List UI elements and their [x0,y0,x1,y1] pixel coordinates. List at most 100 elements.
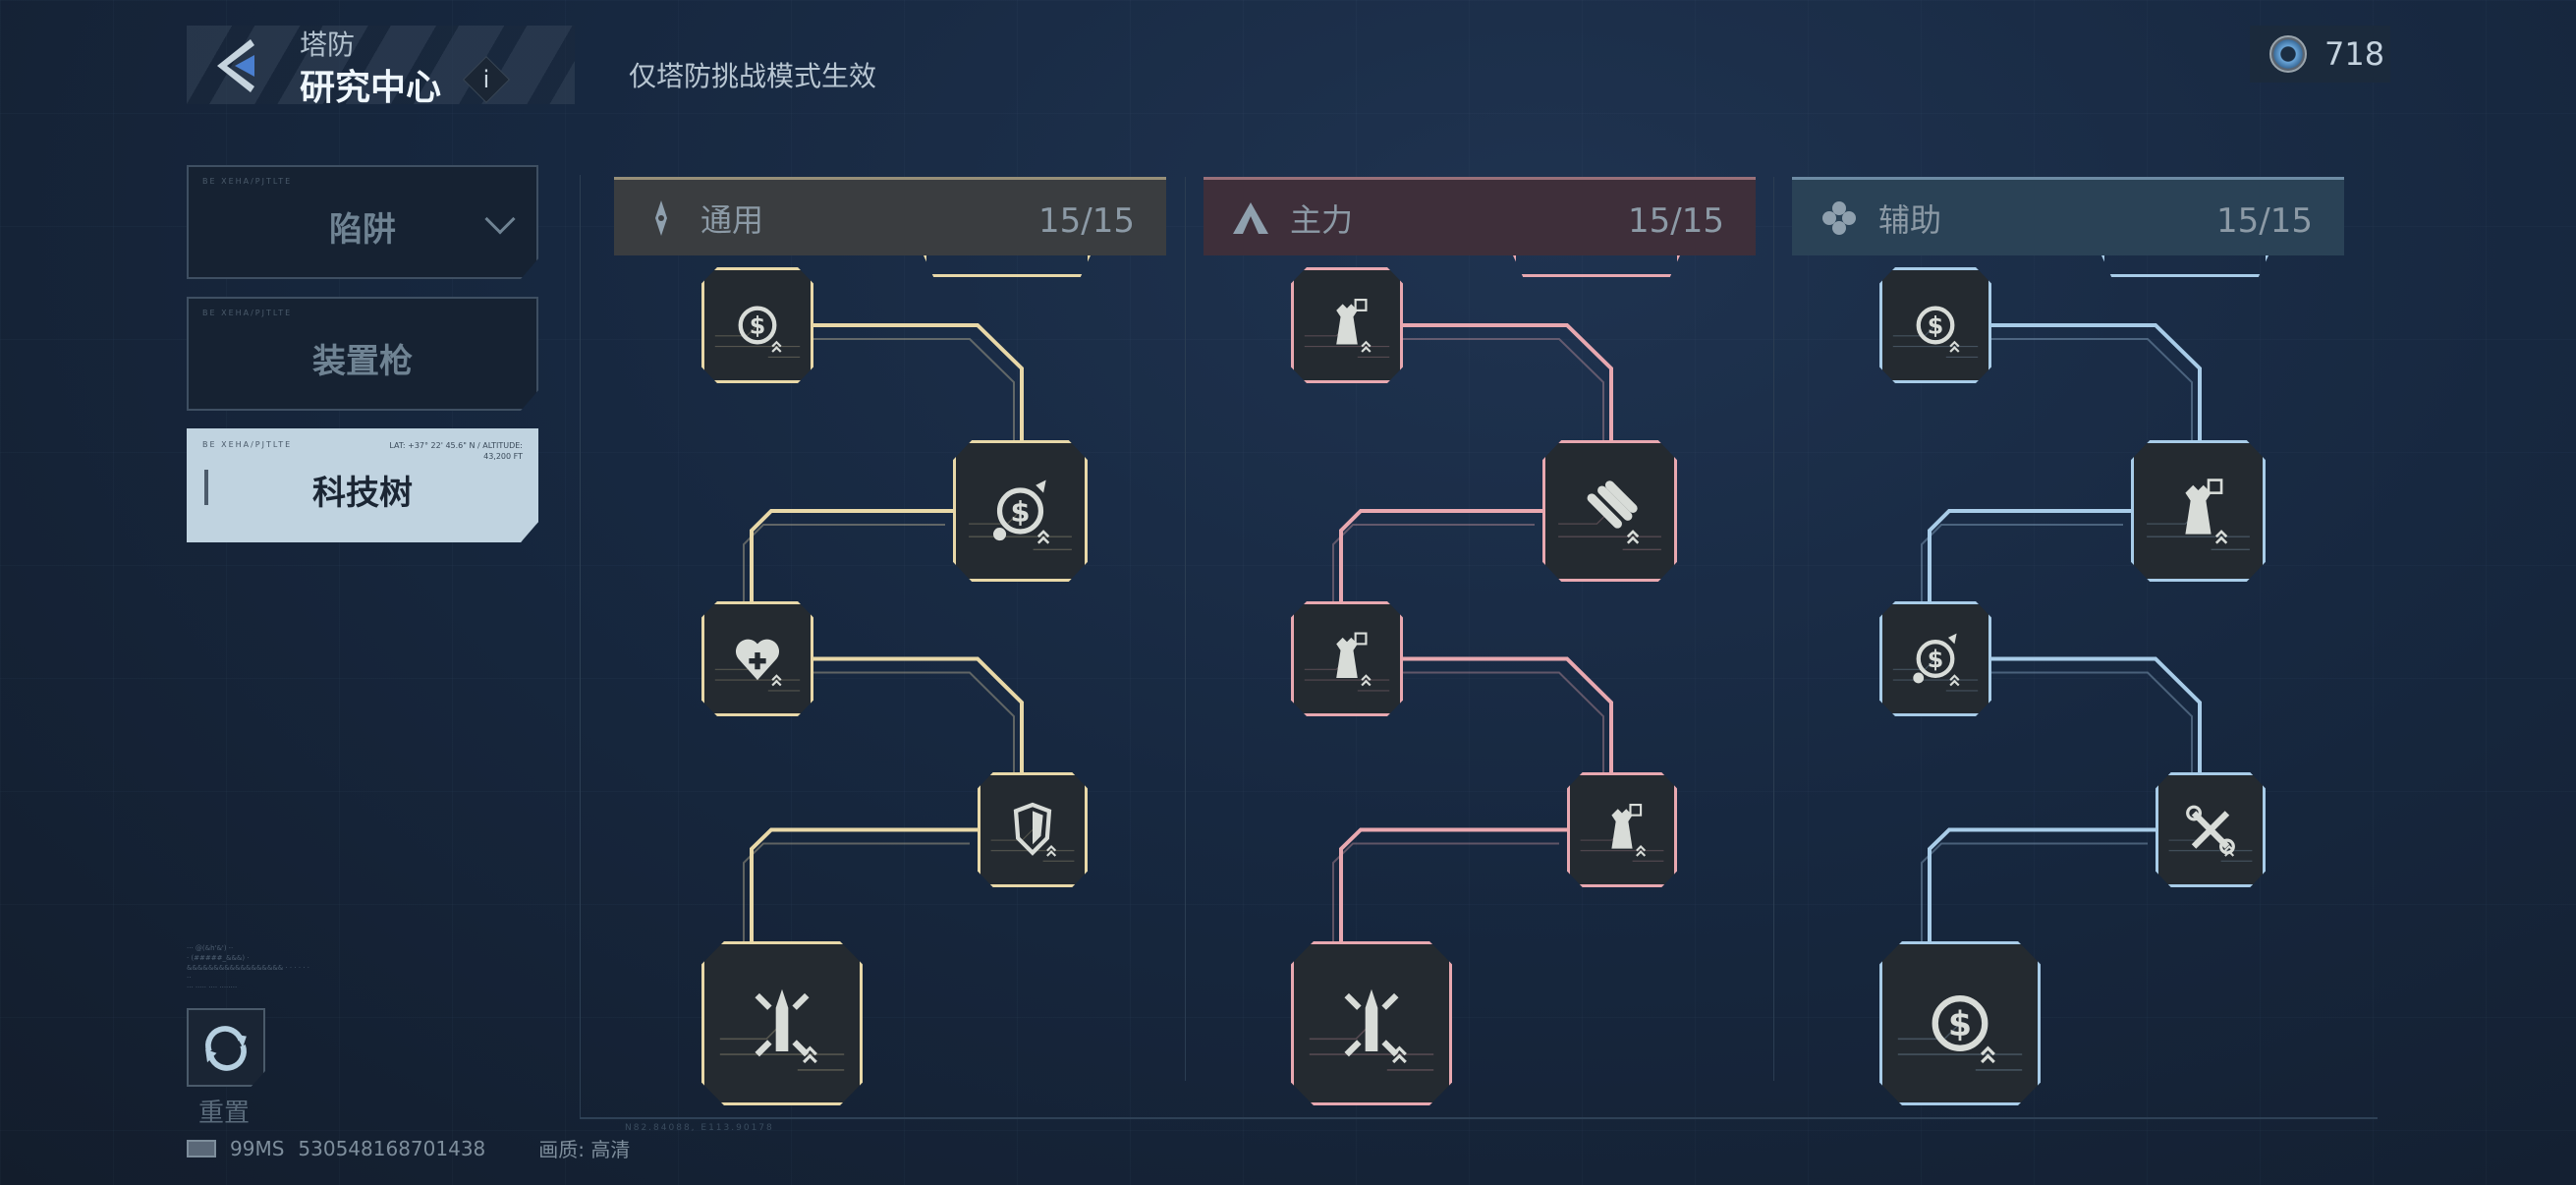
column-header[interactable]: 主力 15/15 [1204,177,1756,255]
column-header[interactable]: 通用 15/15 [614,177,1166,255]
dollar-upgrade-icon: $ [1897,995,2023,1071]
tower-upgrade-icon [2147,479,2250,550]
tree-connector-shadow [1332,842,1559,955]
triangle-emblem-icon [1233,201,1268,234]
info-icon: i [482,66,490,93]
tree-connector-shadow [1921,842,2148,955]
reset-button[interactable] [187,1008,265,1087]
sidebar-item-label: 陷阱 [329,210,396,250]
currency-amount: 718 [2324,35,2385,73]
tree-column-main: 主力 15/15 [1204,177,1756,1120]
shield-icon [990,802,1075,862]
tech-node[interactable] [1291,941,1452,1105]
sidebar-item-device-gun[interactable]: BE XEHA/PJTLTE 装置枪 [187,297,538,411]
column-name: 辅助 [1878,200,1942,239]
reset-label: 重置 [198,1099,251,1128]
tree-frame [580,175,2378,1118]
tech-node[interactable] [2131,440,2266,582]
tree-connector [750,509,953,601]
tech-node[interactable] [1291,601,1403,716]
column-divider [1773,177,1774,1081]
svg-text:$: $ [1928,312,1944,340]
tree-connector-shadow [743,524,945,615]
tree-connector-shadow [806,671,1015,786]
tower-upgrade-icon [1304,299,1390,358]
deco-coords: LAT: +37° 22' 45.6" N / ALTITUDE: 43,200… [389,441,523,461]
tech-node[interactable]: $ [1879,941,2041,1105]
tree-column-general: 通用 15/15 $ $ [614,177,1166,1120]
tree-connector-shadow [1984,338,2193,454]
connector-lines [1332,323,1613,955]
bullet-core-icon [1309,988,1434,1071]
tree-connector [1339,509,1542,601]
column-header[interactable]: 辅助 15/15 [1792,177,2344,255]
tech-node[interactable] [1291,267,1403,383]
tree-connector [1403,656,1613,772]
tree-connector-shadow [1984,671,2193,786]
tree-connector-shadow [1395,671,1604,786]
log-decoration: ··· @(&h'&') ·· · (#####_&&&) ·&&&&&&&&&… [187,944,309,991]
sidebar-item-label: 科技树 [312,474,413,513]
dollar-upgrade-icon: $ [714,306,801,358]
status-bar: 99MS 530548168701438 画质: 高清 [187,1134,630,1162]
tree-connector [1928,827,2156,941]
column-progress: 15/15 [2216,201,2313,241]
dollar-wrench-icon: $ [969,480,1072,550]
tree-connector [813,323,1024,440]
tech-node[interactable] [1567,772,1677,887]
tree-connector [1991,323,2202,440]
tree-connector-shadow [1332,524,1535,615]
tech-node[interactable] [701,941,863,1105]
tech-node[interactable] [2156,772,2266,887]
deco-text: BE XEHA/PJTLTE [202,440,293,449]
bullet-core-icon [719,988,845,1071]
tech-node[interactable]: $ [701,267,813,383]
svg-text:$: $ [1928,646,1944,673]
svg-text:$: $ [1010,494,1030,528]
frame-bottom-line [580,1117,2378,1119]
mode-notice: 仅塔防挑战模式生效 [629,60,877,92]
column-name: 主力 [1290,200,1354,239]
tech-node[interactable] [978,772,1088,887]
heart-plus-icon [714,639,801,692]
bullets-icon [1558,480,1661,550]
wrench-cross-icon [2168,805,2253,862]
tree-connector [1403,323,1613,440]
tech-node[interactable]: $ [1879,601,1991,716]
column-name: 通用 [700,200,764,239]
deco-text: BE XEHA/PJTLTE [202,309,293,317]
svg-text:$: $ [1948,1005,1972,1044]
dollar-wrench-icon: $ [1892,633,1979,692]
tree-connector [750,827,978,941]
tech-node[interactable]: $ [1879,267,1991,383]
category-label: 塔防 [300,28,356,61]
tree-connector-shadow [743,842,970,955]
tree-connector-shadow [1395,338,1604,454]
dollar-upgrade-icon: $ [1892,306,1979,358]
column-divider [1185,177,1186,1081]
connector-lines [1921,323,2202,955]
tech-node[interactable]: $ [953,440,1088,582]
tree-connector [1928,509,2131,601]
column-progress: 15/15 [1038,201,1135,241]
ping: 99MS [230,1136,285,1160]
refresh-icon [205,1026,247,1071]
sidebar-item-traps[interactable]: BE XEHA/PJTLTE 陷阱 [187,165,538,279]
star-diamond-icon [655,199,667,236]
page-title: 研究中心 [300,68,442,108]
currency-display: 718 [2250,26,2390,83]
tower-upgrade-icon [1580,804,1664,862]
coin-icon [2269,35,2307,73]
tech-node[interactable] [1542,440,1677,582]
tree-connector [1339,827,1567,941]
tech-node[interactable] [701,601,813,716]
quality-setting[interactable]: 画质: 高清 [538,1138,631,1161]
sidebar-item-tech-tree[interactable]: BE XEHA/PJTLTE LAT: +37° 22' 45.6" N / A… [187,428,538,542]
connector-lines [743,323,1024,955]
back-arrow-icon[interactable] [211,35,270,96]
tree-connector-shadow [806,338,1015,454]
active-indicator [204,470,208,505]
column-progress: 15/15 [1628,201,1724,241]
user-id: 530548168701438 [298,1136,486,1160]
tree-connector [813,656,1024,772]
